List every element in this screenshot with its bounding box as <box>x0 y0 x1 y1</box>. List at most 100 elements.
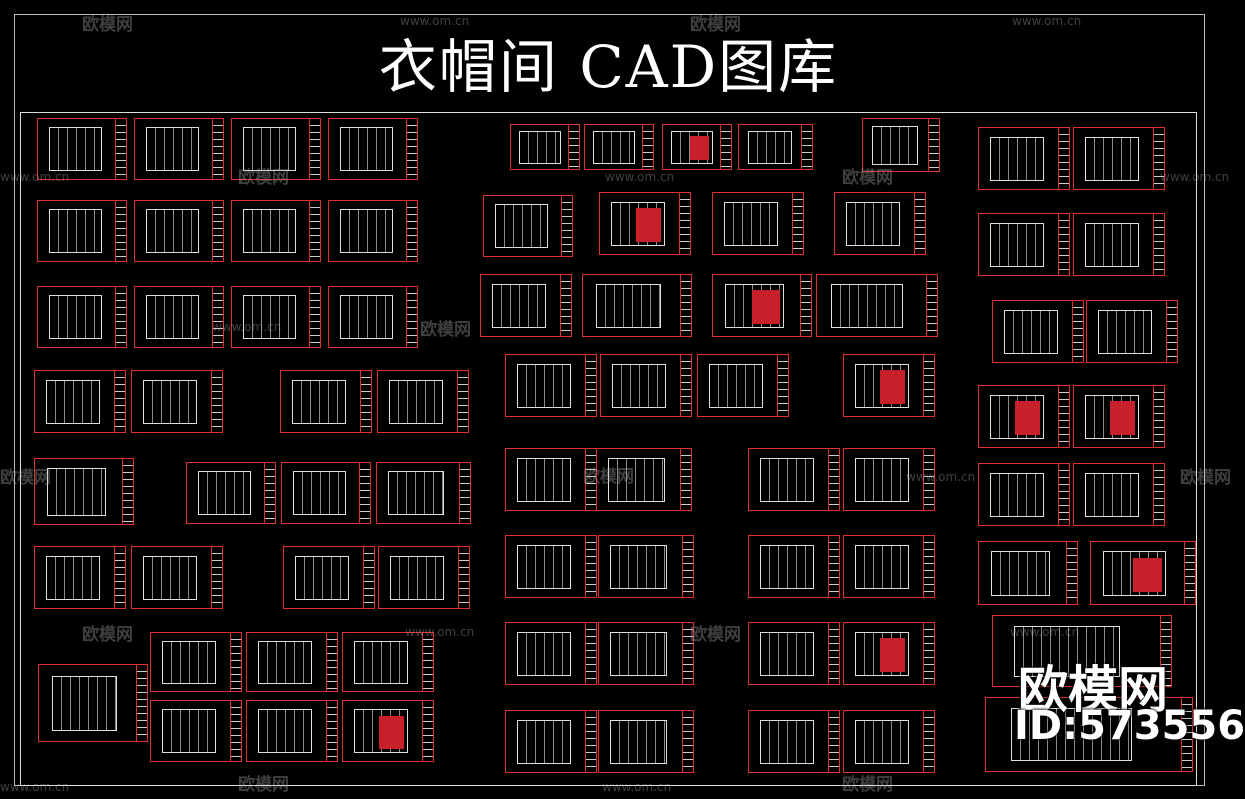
title-block-strip <box>264 463 275 523</box>
watermark-url: www.om.cn <box>400 14 470 28</box>
title-block-strip <box>923 623 934 684</box>
watermark-brand: 欧模网 <box>82 15 133 35</box>
cad-sheet <box>131 370 223 433</box>
title-block-strip <box>115 119 126 179</box>
watermark-url: www.om.cn <box>0 780 70 794</box>
title-block-strip <box>926 275 937 336</box>
watermark-brand: 欧模网 <box>238 168 289 188</box>
title-block-strip <box>792 193 803 254</box>
title-block-strip <box>828 536 839 597</box>
cad-sheet <box>1073 127 1165 190</box>
red-fill-block <box>690 136 710 161</box>
elevation-drawing <box>854 544 909 590</box>
elevation-drawing <box>161 641 216 684</box>
cad-sheet <box>328 286 418 348</box>
cad-sheet <box>843 710 935 773</box>
watermark-url: www.om.cn <box>1010 625 1080 639</box>
title-block-strip <box>1058 386 1069 447</box>
cad-sheet <box>599 192 691 255</box>
cad-sheet <box>843 622 935 685</box>
cad-sheet <box>378 546 470 609</box>
watermark-brand: 欧模网 <box>1180 468 1231 488</box>
title-block-strip <box>122 459 133 524</box>
elevation-drawing <box>291 379 346 425</box>
elevation-drawing <box>989 472 1044 518</box>
watermark-url: www.om.cn <box>1012 14 1082 28</box>
title-block-strip <box>1058 214 1069 275</box>
title-block-strip <box>136 665 147 741</box>
title-block-strip <box>585 355 596 416</box>
title-block-strip <box>1153 386 1164 447</box>
title-block-strip <box>777 355 788 416</box>
elevation-drawing <box>759 544 814 590</box>
cad-sheet <box>978 213 1070 276</box>
cad-sheet <box>697 354 789 417</box>
elevation-drawing <box>610 544 667 590</box>
title-block-strip <box>1058 464 1069 525</box>
cad-sheet <box>596 448 692 511</box>
elevation-drawing <box>1084 472 1139 518</box>
elevation-drawing <box>519 131 561 164</box>
page-title: 衣帽间 CAD图库 <box>378 33 839 101</box>
cad-sheet <box>38 664 148 742</box>
title-block-strip <box>457 371 468 432</box>
cad-sheet <box>34 458 134 525</box>
title-block-strip <box>459 463 470 523</box>
elevation-drawing <box>1097 309 1152 355</box>
cad-canvas: 衣帽间 CAD图库 欧模网欧模网欧模网欧模网欧模网欧模网欧模网欧模网欧模网欧模网… <box>0 14 1245 795</box>
cad-sheet <box>600 354 692 417</box>
elevation-drawing <box>593 131 635 164</box>
title-block-strip <box>115 201 126 261</box>
elevation-drawing <box>494 204 548 249</box>
elevation-drawing <box>516 631 571 677</box>
elevation-drawing <box>516 457 571 503</box>
title-block-strip <box>801 125 812 169</box>
cad-sheet <box>342 700 434 762</box>
elevation-drawing <box>1003 309 1058 355</box>
cad-sheet <box>985 697 1193 772</box>
red-fill-block <box>880 638 906 672</box>
title-block-strip <box>114 371 125 432</box>
elevation-drawing <box>854 457 909 503</box>
title-block-strip <box>309 119 320 179</box>
cad-sheet <box>134 200 224 262</box>
elevation-drawing <box>388 471 445 516</box>
watermark-brand: 欧模网 <box>842 775 893 795</box>
cad-sheet <box>748 535 840 598</box>
elevation-drawing <box>292 471 346 516</box>
elevation-drawing <box>747 131 793 164</box>
elevation-drawing <box>516 719 571 765</box>
elevation-drawing <box>516 363 571 409</box>
title-block-strip <box>928 119 939 171</box>
elevation-drawing <box>516 544 571 590</box>
cad-sheet <box>1073 213 1165 276</box>
cad-sheet <box>377 370 469 433</box>
title-block-strip <box>406 201 417 261</box>
elevation-drawing <box>1010 708 1133 762</box>
elevation-drawing <box>242 295 296 340</box>
title-block-strip <box>800 275 811 336</box>
cad-sheet <box>328 118 418 180</box>
title-block-strip <box>642 125 653 169</box>
elevation-drawing <box>491 283 546 329</box>
title-block-strip <box>458 547 469 608</box>
elevation-drawing <box>388 379 443 425</box>
title-block-strip <box>211 547 222 608</box>
elevation-drawing <box>353 641 408 684</box>
title-block-strip <box>923 355 934 416</box>
cad-sheet <box>34 370 126 433</box>
elevation-drawing <box>723 201 778 247</box>
title-block-strip <box>326 633 337 691</box>
elevation-drawing <box>161 709 216 754</box>
title-block-strip <box>682 711 693 772</box>
title-block-strip <box>585 711 596 772</box>
cad-sheet <box>862 118 940 172</box>
title-block-strip <box>923 536 934 597</box>
cad-sheet <box>598 710 694 773</box>
elevation-drawing <box>45 379 100 425</box>
title-block-strip <box>309 287 320 347</box>
watermark-brand: 欧模网 <box>583 467 634 487</box>
title-block-strip <box>828 711 839 772</box>
title-block-strip <box>680 355 691 416</box>
elevation-drawing <box>145 295 199 340</box>
